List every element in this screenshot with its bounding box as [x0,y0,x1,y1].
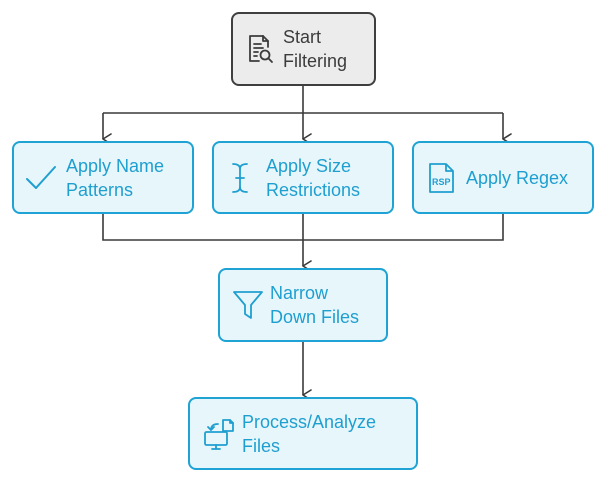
connector-merge [102,214,504,241]
process-analyze-files-node[interactable]: Process/Analyze Files [188,397,418,470]
computer-transfer-icon [202,417,236,451]
apply-size-restrictions-label: Apply Size Restrictions [266,155,361,200]
rsp-file-icon: RSP [426,161,456,195]
apply-size-restrictions-node[interactable]: Apply Size Restrictions [212,141,394,214]
funnel-icon [232,288,264,322]
checkmark-icon [24,161,58,195]
apply-regex-label: Apply Regex [466,167,569,188]
apply-name-patterns-label: Apply Name Patterns [66,155,165,200]
text-cursor-icon [228,161,252,195]
apply-regex-node[interactable]: RSP Apply Regex [412,141,594,214]
connector-start-split [103,86,503,114]
process-analyze-files-label: Process/Analyze Files [242,411,377,456]
narrow-down-files-label: Narrow Down Files [270,283,360,327]
start-filtering-node[interactable]: Start Filtering [231,12,376,86]
narrow-down-files-node[interactable]: Narrow Down Files [218,268,388,342]
svg-text:RSP: RSP [432,177,451,187]
document-search-icon [245,32,275,66]
start-filtering-label: Start Filtering [283,27,348,71]
apply-name-patterns-node[interactable]: Apply Name Patterns [12,141,194,214]
